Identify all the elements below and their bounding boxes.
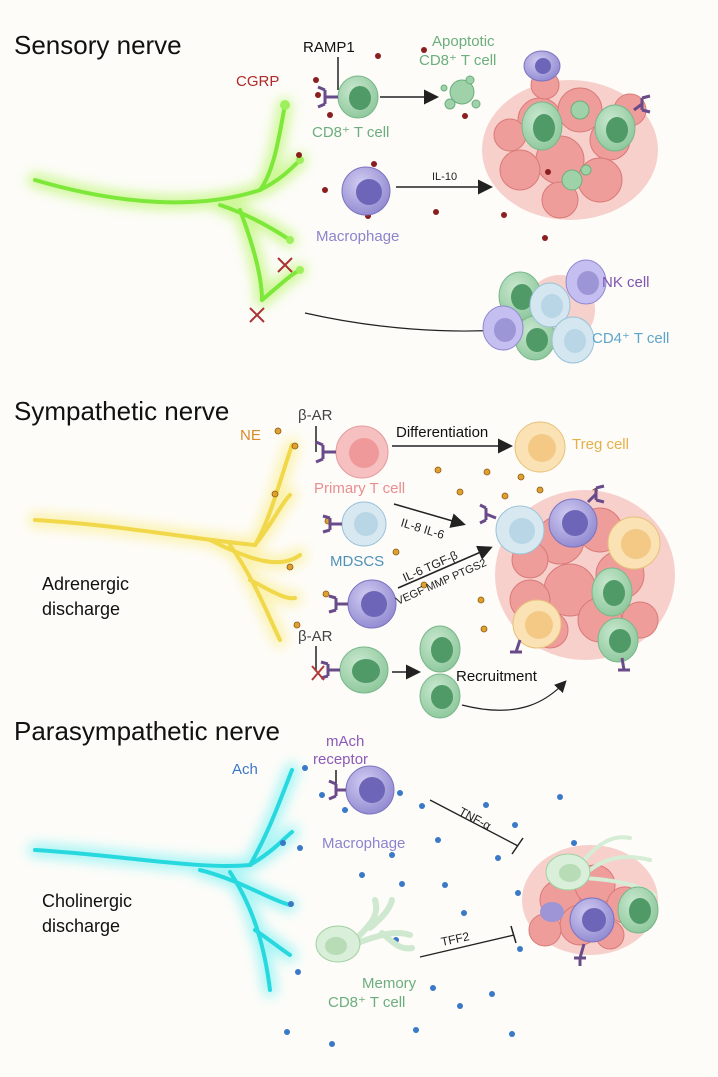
mach-label-1: mAch [326, 733, 364, 750]
cgrp-label: CGRP [236, 73, 279, 90]
ne-label: NE [240, 427, 261, 444]
nk-cd4-cluster [482, 259, 607, 364]
il10-label: IL-10 [432, 171, 457, 183]
mdsc-cell [322, 501, 387, 547]
il8-il6-label: IL-8 IL-6 [399, 515, 446, 542]
ramp1-receptor-icon [317, 85, 338, 109]
sympathetic-title: Sympathetic nerve [14, 396, 229, 426]
macrophage-parasympathetic [328, 765, 395, 815]
macrophage-label-para: Macrophage [322, 835, 405, 852]
cd8-label: CD8⁺ T cell [312, 124, 389, 141]
cd4-cell-label: CD4⁺ T cell [592, 330, 669, 347]
beta-ar-label: β-AR [298, 407, 333, 424]
tumor-mass-1 [482, 50, 658, 220]
sensory-section: Sensory nerve CGRP RAMP1 [14, 30, 669, 364]
beta-ar-label-2: β-AR [298, 628, 333, 645]
primary-t-cell [315, 425, 389, 479]
sensory-title: Sensory nerve [14, 30, 182, 60]
sympathetic-section: Sympathetic nerve NE β-AR [14, 396, 675, 719]
apoptotic-label-1: Apoptotic [432, 33, 495, 50]
cholinergic-label-2: discharge [42, 916, 120, 936]
memory-label-1: Memory [362, 975, 417, 992]
ach-label: Ach [232, 761, 258, 778]
parasympathetic-section: Parasympathetic nerve Ach mAch receptor [14, 716, 659, 1047]
tumor-mass-2 [479, 484, 675, 672]
tnf-alpha-label: TNF-α [457, 804, 494, 832]
adrenergic-label-2: discharge [42, 599, 120, 619]
macrophage-label: Macrophage [316, 228, 399, 245]
block-x-marks [249, 257, 293, 323]
mach-label-2: receptor [313, 751, 368, 768]
tumor-mass-3 [522, 835, 659, 966]
parasympathetic-title: Parasympathetic nerve [14, 716, 280, 746]
apoptotic-cell-icon [440, 75, 481, 110]
differentiation-label: Differentiation [396, 424, 488, 441]
memory-cd8-t-cell [315, 897, 415, 963]
beta-ar-receptor-icon [315, 440, 336, 464]
cholinergic-label-1: Cholinergic [42, 891, 132, 911]
nk-cell-label: NK cell [602, 274, 650, 291]
treg-label: Treg cell [572, 436, 629, 453]
sensory-nerve [28, 98, 307, 307]
ramp1-label: RAMP1 [303, 39, 355, 56]
mach-receptor-icon [328, 779, 346, 801]
mdscs-label: MDSCS [330, 553, 384, 570]
sympathetic-nerve [28, 438, 307, 647]
parasympathetic-nerve [28, 763, 299, 997]
memory-label-2: CD8⁺ T cell [328, 994, 405, 1011]
recruited-cd8-cells [419, 625, 461, 719]
macrophage-sensory [341, 166, 391, 216]
primary-t-label: Primary T cell [314, 480, 405, 497]
treg-cell [514, 421, 566, 473]
macrophage-sympathetic [328, 579, 397, 629]
cd8-t-cell-sympathetic [311, 646, 389, 694]
tff2-label: TFF2 [440, 929, 471, 949]
apoptotic-label-2: CD8⁺ T cell [419, 52, 496, 69]
adrenergic-label-1: Adrenergic [42, 574, 129, 594]
cd8-t-cell [317, 75, 379, 119]
recruitment-label: Recruitment [456, 668, 538, 685]
